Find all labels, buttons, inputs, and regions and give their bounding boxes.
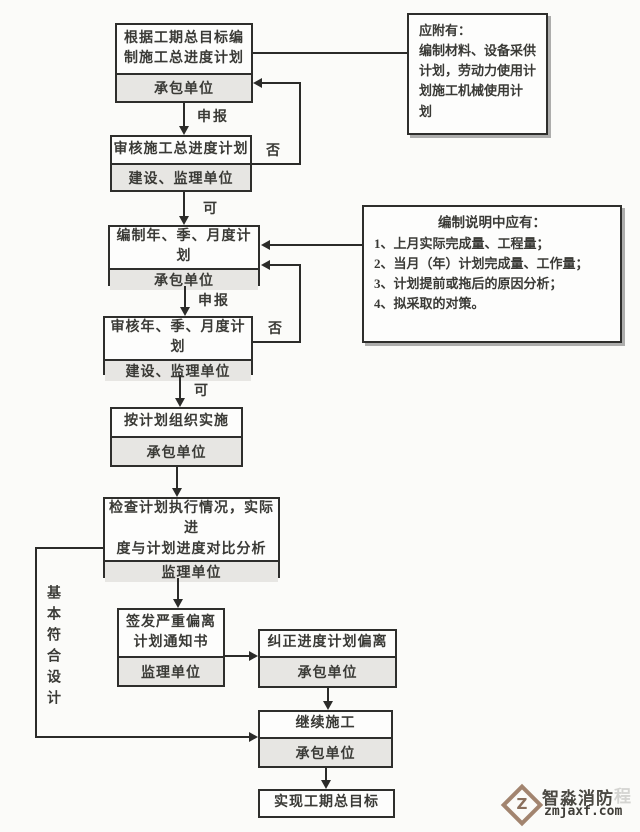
step-continue-construction: 继续施工 承包单位	[258, 710, 393, 768]
arrowhead-down	[323, 701, 333, 710]
connector-box4-box5	[179, 375, 181, 399]
note-line: 划施工机械使用计	[419, 83, 524, 99]
step-title: 实现工期总目标	[260, 791, 393, 816]
actor-contractor: 承包单位	[110, 267, 258, 290]
arrowhead-down	[321, 780, 331, 789]
note-item: 4、拟采取的对策。	[374, 296, 485, 312]
arrowhead-left	[261, 260, 270, 270]
feedback1-line	[252, 163, 301, 165]
edge-label-no1: 否	[266, 144, 282, 159]
step-compile-periodic-plans: 编制年、季、月度计划 承包单位	[108, 225, 260, 290]
title-line: 根据工期总目标编	[124, 30, 244, 46]
edge-label-ok1: 可	[203, 202, 219, 217]
edge-label-shenbao2: 申报	[198, 294, 230, 309]
step-title: 检查计划执行情况，实际进 度与计划进度对比分析	[105, 499, 278, 560]
step-title: 纠正进度计划偏离	[260, 631, 395, 656]
title-line: 计划通知书	[133, 635, 209, 650]
step-implement-per-plan: 按计划组织实施 承包单位	[110, 407, 243, 467]
connector-box7-box8	[225, 655, 250, 657]
arrowhead-down	[175, 398, 185, 407]
step-review-periodic-plans: 审核年、季、月度计划 建设、监理单位	[103, 316, 253, 381]
actor-supervisor: 监理单位	[105, 559, 278, 582]
brand-site-url: zmjaxf.com	[544, 804, 623, 819]
arrowhead-down	[179, 126, 189, 135]
note-line: 应附有：	[419, 23, 472, 38]
note-attachments: 应附有： 编制材料、设备采供 计划，劳动力使用计 划施工机械使用计 划	[407, 13, 548, 135]
arrowhead-left	[261, 240, 270, 250]
bypass-line	[36, 547, 103, 549]
connector-box9-box10	[325, 768, 327, 781]
step-title: 根据工期总目标编 制施工总进度计划	[117, 25, 251, 73]
feedback1-line	[299, 82, 301, 165]
edge-label-ok2: 可	[194, 384, 210, 399]
step-title: 审核施工总进度计划	[112, 137, 250, 163]
connector-box1-box2	[183, 103, 185, 127]
actor-owner-supervisor: 建设、监理单位	[105, 358, 251, 381]
edge-label-basically-conform: 基本符合设计	[45, 585, 60, 711]
brand-logo-letter: Z	[516, 795, 528, 813]
arrowhead-down	[179, 216, 189, 225]
bypass-line	[36, 736, 250, 738]
step-review-overall-schedule: 审核施工总进度计划 建设、监理单位	[110, 135, 252, 192]
arrowhead-right	[249, 732, 258, 742]
brand-name-faint: 程	[614, 787, 631, 806]
title-line: 度与计划进度对比分析	[116, 541, 267, 557]
edge-label-no2: 否	[268, 322, 284, 337]
watermark: Z 智淼消防 程 zmjaxf.com	[500, 782, 640, 828]
step-correct-deviation: 纠正进度计划偏离 承包单位	[258, 629, 397, 688]
connector-box2-box3	[183, 192, 185, 217]
actor-contractor: 承包单位	[260, 656, 395, 686]
actor-supervisor: 监理单位	[119, 656, 223, 685]
note-title: 编制说明中应有：	[438, 215, 546, 230]
step-title: 审核年、季、月度计划	[105, 318, 251, 359]
actor-contractor: 承包单位	[112, 436, 241, 465]
step-title: 继续施工	[260, 712, 391, 737]
feedback2-line	[253, 341, 301, 343]
note-item: 2、当月（年）计划完成量、工作量；	[374, 256, 589, 272]
edge-label-shenbao1: 申报	[197, 110, 229, 125]
step-compile-overall-schedule: 根据工期总目标编 制施工总进度计划 承包单位	[115, 23, 253, 103]
connector-box5-box6	[176, 467, 178, 489]
title-line: 制施工总进度计划	[124, 51, 244, 66]
connector-box8-box9	[327, 688, 329, 702]
actor-contractor: 承包单位	[117, 73, 251, 101]
step-title: 按计划组织实施	[112, 409, 241, 436]
feedback1-line	[261, 82, 301, 84]
feedback2-line	[299, 264, 301, 343]
connector-explain-box3	[269, 244, 362, 246]
feedback2-line	[269, 264, 301, 266]
note-line: 编制材料、设备采供	[419, 43, 537, 59]
note-item: 1、上月实际完成量、工程量；	[374, 235, 550, 251]
brand-name: 智淼消防	[542, 789, 614, 808]
note-line: 划	[419, 103, 433, 119]
arrowhead-down	[173, 599, 183, 608]
actor-owner-supervisor: 建设、监理单位	[112, 163, 250, 190]
arrowhead-down	[180, 307, 190, 316]
connector-box3-box4	[184, 286, 186, 308]
connector-box1-attach	[253, 52, 407, 54]
title-line: 检查计划执行情况，实际进	[109, 501, 274, 537]
step-check-plan-execution: 检查计划执行情况，实际进 度与计划进度对比分析 监理单位	[103, 497, 280, 582]
step-issue-deviation-notice: 签发严重偏离 计划通知书 监理单位	[117, 608, 225, 687]
connector-box6-box7	[177, 578, 179, 600]
arrowhead-left	[253, 78, 262, 88]
arrowhead-right	[249, 651, 258, 661]
step-achieve-overall-goal: 实现工期总目标	[258, 789, 395, 818]
title-line: 签发严重偏离	[126, 614, 216, 630]
bypass-line	[35, 547, 37, 738]
step-title: 签发严重偏离 计划通知书	[119, 610, 223, 656]
arrowhead-down	[172, 488, 182, 497]
actor-contractor: 承包单位	[260, 737, 391, 766]
note-explanation-requirements: 编制说明中应有： 1、上月实际完成量、工程量； 2、当月（年）计划完成量、工作量…	[362, 205, 622, 343]
note-item: 3、计划提前或拖后的原因分析；	[374, 276, 563, 292]
note-line: 计划，劳动力使用计	[419, 63, 537, 79]
step-title: 编制年、季、月度计划	[110, 227, 258, 268]
